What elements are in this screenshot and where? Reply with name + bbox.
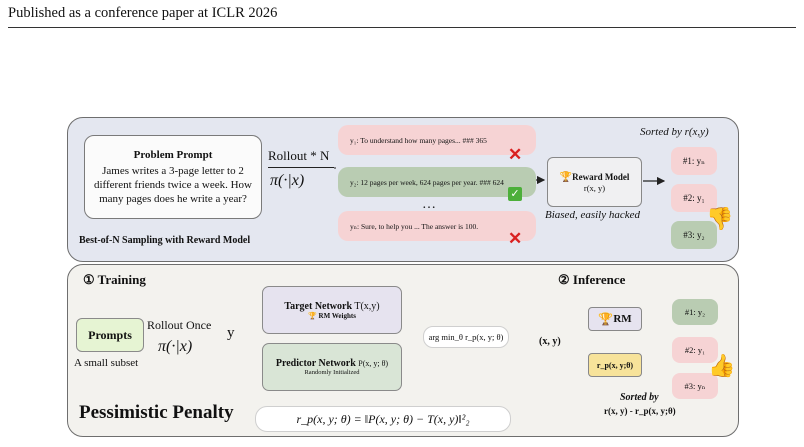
policy-label-bottom: π(·|x) [158,338,193,355]
cross-icon: ✕ [508,229,523,248]
problem-prompt-text: James writes a 3-page letter to 2 differ… [93,165,252,205]
predictor-network-sub: Randomly Initialized [304,369,360,376]
best-of-n-section-label: Best-of-N Sampling with Reward Model [79,235,251,246]
penalty-formula: r_p(x, y; θ) = ‖P(x, y; θ) − T(x, y)‖²₂ [296,411,470,426]
trophy-icon: 🏆 [308,311,317,320]
rank-item-3: #3: y₂ [671,221,717,249]
rank-text: #2: y₁ [684,345,706,355]
target-network-title: Target Network [284,300,353,312]
inference-sorted-label: Sorted by [620,392,659,403]
argmin-box: arg min_θ r_p(x, y; θ) [423,326,509,348]
rank-text: #1: yₙ [682,155,706,166]
rank-text: #1: y₂ [684,307,706,317]
policy-label: π(·|x) [270,172,305,189]
subset-label: A small subset [74,357,139,369]
page-header: Published as a conference paper at ICLR … [8,5,278,21]
predictor-network-box: Predictor Network P(x, y; θ) Randomly In… [262,343,402,391]
problem-prompt-box: Problem Prompt James writes a 3-page let… [84,135,262,219]
reward-model-sub: r(x, y) [583,182,606,193]
thumbs-up-icon: 👍 [708,353,736,378]
rm-inference-box: 🏆RM [588,307,642,331]
target-network-symbol: T(x,y) [354,300,380,312]
pessimistic-penalty-label: Pessimistic Penalty [79,402,234,423]
inference-sorted-formula: r(x, y) - r_p(x, y;θ) [604,406,676,416]
cross-icon: ✕ [508,145,523,164]
rp-inference-label: r_p(x, y;θ) [596,360,634,370]
argmin-text: arg min_θ r_p(x, y; θ) [428,332,504,342]
reward-model-box: 🏆Reward Model r(x, y) [547,157,642,207]
reward-model-title: Reward Model [572,171,630,182]
rollout-once-label: Rollout Once [147,318,212,332]
rank-text: #2: y₁ [683,193,705,203]
predictor-network-title: Predictor Network [275,358,356,369]
rollout-n-label: Rollout * N [268,148,330,163]
predictor-network-symbol: P(x, y; θ) [358,359,389,368]
prompts-box: Prompts [76,318,144,352]
sorted-by-label: Sorted by r(x,y) [640,126,709,138]
inference-rank-3: #3: yₙ [672,373,718,399]
rank-text: #3: y₂ [683,230,705,240]
sample-box-2: y₂: 12 pages per week, 624 pages per yea… [338,167,536,197]
problem-prompt-title: Problem Prompt [133,149,213,161]
inference-rank-1: #1: y₂ [672,299,718,325]
rm-inference-label: RM [613,313,632,325]
training-label: ① Training [83,272,146,287]
header-rule [8,27,796,28]
penalty-formula-box: r_p(x, y; θ) = ‖P(x, y; θ) − T(x, y)‖²₂ [255,406,511,432]
rm-caption: Biased, easily hacked [545,209,640,221]
sample-box-n: yₙ: Sure, to help you ... The answer is … [338,211,536,241]
sample-text-n: yₙ: Sure, to help you ... The answer is … [350,221,479,231]
rp-inference-box: r_p(x, y;θ) [588,353,642,377]
prompts-label: Prompts [88,327,132,342]
trophy-icon: 🏆 [559,171,573,183]
inference-label: ② Inference [558,272,626,287]
rank-text: #3: yₙ [684,380,706,391]
xy-label: (x, y) [539,336,561,347]
sample-text-1: y₁: To understand how many pages... ### … [350,135,487,145]
rank-item-1: #1: yₙ [671,147,717,175]
rank-item-2: #2: y₁ [671,184,717,212]
rollout-n-line [268,167,334,168]
samples-ellipsis: … [422,197,436,212]
trophy-icon: 🏆 [598,311,614,326]
check-icon: ✓ [508,187,522,201]
target-network-sub: RM Weights [318,311,356,320]
inference-rank-2: #2: y₁ [672,337,718,363]
target-network-box: Target Network T(x,y) 🏆 RM Weights [262,286,402,334]
thumbs-down-icon: 👎 [706,206,734,231]
sample-text-2: y₂: 12 pages per week, 624 pages per yea… [350,177,504,187]
sample-box-1: y₁: To understand how many pages... ### … [338,125,536,155]
y-label: y [227,325,235,341]
